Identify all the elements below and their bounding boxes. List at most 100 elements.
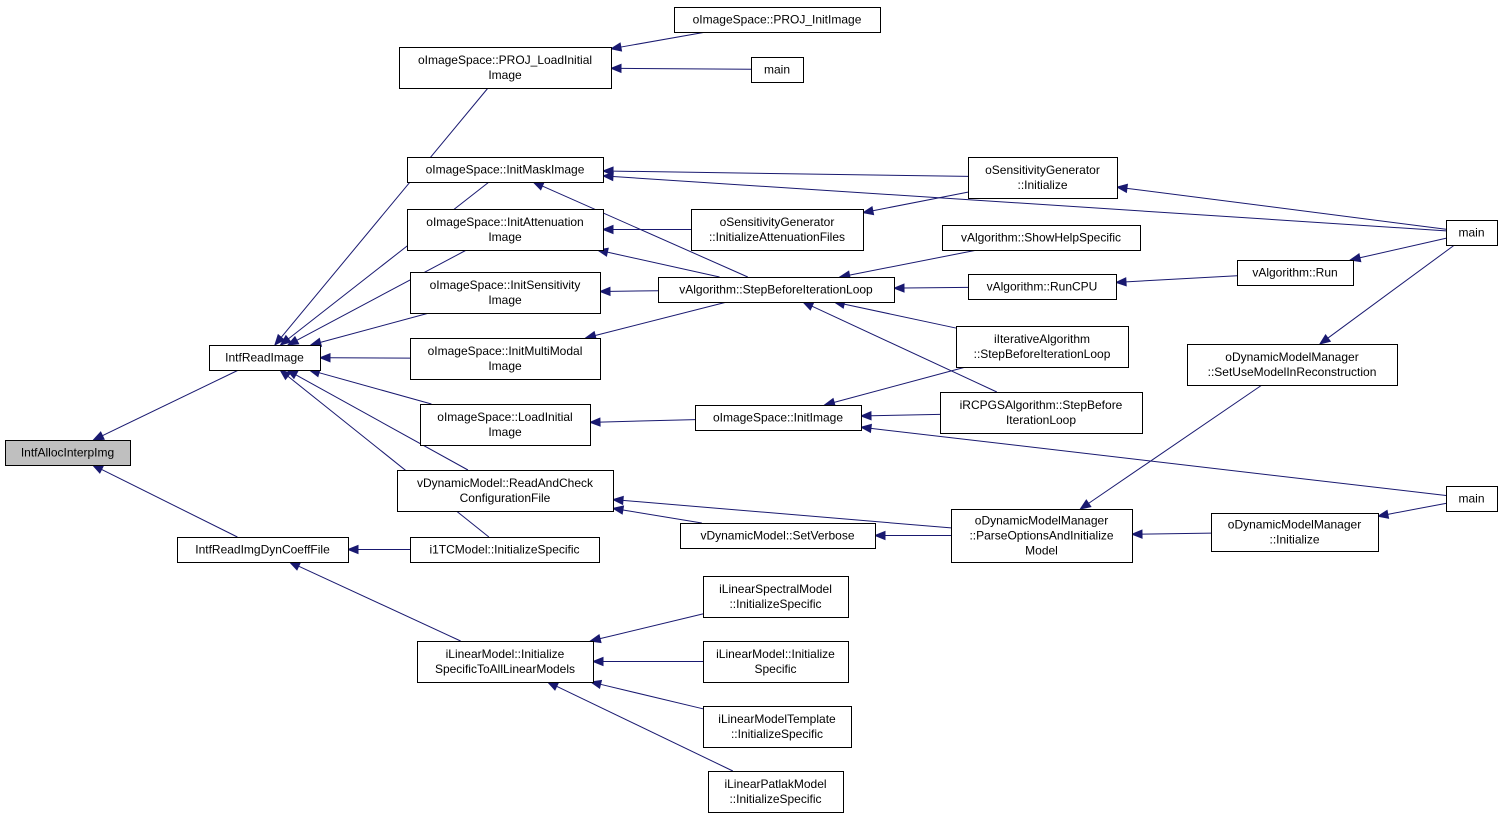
- arrowhead: [92, 431, 105, 441]
- edge-line: [101, 469, 238, 538]
- edge-odynamicmodelmanager-setusemodelinreconstruction-to-odynamicmodelmanager-parseoptionsandinitializemodel: [1079, 384, 1263, 510]
- edge-line: [298, 565, 461, 642]
- node-odynamicmodelmanager-setusemodelinreconstruction[interactable]: oDynamicModelManager::SetUseModelInRecon…: [1187, 344, 1398, 386]
- node-osensitivitygenerator-initializeattenuationfiles[interactable]: oSensitivityGenerator::InitializeAttenua…: [691, 209, 864, 251]
- node-main-2[interactable]: main: [1446, 220, 1498, 246]
- node-label: Specific: [754, 662, 796, 676]
- node-odynamicmodelmanager-parseoptionsandinitializemodel[interactable]: oDynamicModelManager::ParseOptionsAndIni…: [951, 509, 1133, 563]
- node-oimagespace-initimage[interactable]: oImageSpace::InitImage: [695, 405, 862, 431]
- arrowhead: [1348, 253, 1362, 263]
- edge-oimagespace-initmultimodalimage-to-intfreadimage: [318, 353, 411, 363]
- node-label: iLinearSpectralModel: [719, 582, 832, 596]
- node-valgorithm-run[interactable]: vAlgorithm::Run: [1237, 260, 1354, 286]
- node-valgorithm-runcpu[interactable]: vAlgorithm::RunCPU: [968, 274, 1117, 300]
- node-label: iLinearModel::Initialize: [446, 647, 565, 661]
- edge-line: [870, 427, 1447, 497]
- node-label: oImageSpace::InitMaskImage: [426, 163, 585, 177]
- node-ilinearspectralmodel-initializespecific[interactable]: iLinearSpectralModel::InitializeSpecific: [703, 576, 849, 618]
- node-box: [5, 440, 131, 466]
- node-label: oSensitivityGenerator: [720, 215, 835, 229]
- arrowhead: [546, 681, 560, 691]
- node-label: ::StepBeforeIterationLoop: [974, 347, 1111, 361]
- edge-main-1-to-oimagespace-proj-loadinitialimage: [609, 63, 752, 74]
- node-label: oSensitivityGenerator: [985, 163, 1100, 177]
- arrowhead: [801, 301, 815, 311]
- node-label: ::Initialize: [1269, 533, 1319, 547]
- node-vdynamicmodel-setverbose[interactable]: vDynamicModel::SetVerbose: [680, 523, 876, 549]
- node-label: vDynamicModel::ReadAndCheck: [417, 476, 594, 490]
- edge-line: [556, 685, 734, 772]
- node-box: [399, 47, 612, 89]
- edge-line: [1359, 237, 1447, 259]
- arrowhead: [288, 561, 302, 571]
- node-layer: IntfAllocInterpImg IntfReadImageIntfReadI…: [5, 7, 1498, 813]
- edge-main-3-to-oimagespace-initimage: [859, 423, 1447, 497]
- edge-line: [872, 191, 969, 212]
- node-iiterativealgorithm-stepbeforeiterationloop[interactable]: iIterativeAlgorithm::StepBeforeIteration…: [956, 326, 1129, 368]
- edge-line: [1327, 244, 1455, 339]
- edge-line: [280, 87, 489, 338]
- node-i1tcmodel-initializespecific[interactable]: i1TCModel::InitializeSpecific: [410, 537, 600, 563]
- node-intfallocinterpimg[interactable]: IntfAllocInterpImg: [5, 440, 131, 466]
- node-box: [410, 338, 601, 380]
- node-main-3[interactable]: main: [1446, 486, 1498, 512]
- node-ilinearmodel-initializespecific[interactable]: iLinearModel::InitializeSpecific: [703, 641, 849, 683]
- node-intfreadimgdyncoefffile[interactable]: IntfReadImgDynCoeffFile: [177, 537, 349, 563]
- edge-line: [599, 419, 696, 423]
- node-odynamicmodelmanager-initialize[interactable]: oDynamicModelManager::Initialize: [1211, 513, 1379, 552]
- arrowhead: [588, 417, 601, 427]
- edge-line: [811, 305, 998, 393]
- node-label: ::InitializeSpecific: [729, 597, 821, 611]
- edge-line: [620, 31, 707, 48]
- edge-line: [849, 249, 978, 276]
- edge-line: [1141, 532, 1212, 535]
- node-label: vAlgorithm::RunCPU: [987, 280, 1098, 294]
- node-intfreadimage[interactable]: IntfReadImage: [209, 345, 321, 371]
- node-ilinearpatlakmodel-initializespecific[interactable]: iLinearPatlakModel::InitializeSpecific: [708, 771, 844, 813]
- edge-ilinearmodeltemplate-initializespecific-to-ilinearmodel-initializespecifictoalllinearmodels: [589, 679, 704, 710]
- edge-valgorithm-stepbeforeiterationloop-to-oimagespace-initmultimodalimage: [584, 301, 728, 341]
- edge-line: [834, 366, 966, 403]
- node-osensitivitygenerator-initialize[interactable]: oSensitivityGenerator::Initialize: [968, 157, 1118, 199]
- edge-valgorithm-stepbeforeiterationloop-to-oimagespace-initsensitivityimage: [598, 286, 659, 297]
- node-oimagespace-initmaskimage[interactable]: oImageSpace::InitMaskImage: [407, 157, 604, 183]
- node-box: [695, 405, 862, 431]
- edge-line: [1088, 384, 1263, 504]
- edge-oimagespace-proj-initimage-to-oimagespace-proj-loadinitialimage: [609, 31, 707, 52]
- edge-line: [1126, 187, 1447, 230]
- edge-line: [288, 181, 490, 340]
- node-oimagespace-proj-initimage[interactable]: oImageSpace::PROJ_InitImage: [674, 7, 881, 33]
- node-ilinearmodeltemplate-initializespecific[interactable]: iLinearModelTemplate::InitializeSpecific: [703, 706, 852, 748]
- node-ilinearmodel-initializespecifictoalllinearmodels[interactable]: iLinearModel::InitializeSpecificToAllLin…: [417, 641, 594, 683]
- edge-line: [600, 683, 704, 710]
- arrowhead: [274, 333, 286, 347]
- node-box: [177, 537, 349, 563]
- edge-line: [620, 67, 752, 70]
- node-main-1[interactable]: main: [751, 57, 804, 83]
- arrowhead: [279, 369, 292, 381]
- node-box: [1446, 486, 1498, 512]
- node-label: ::Initialize: [1017, 178, 1067, 192]
- edge-odynamicmodelmanager-parseoptionsandinitializemodel-to-vdynamicmodel-readandcheckconfigurationfile: [611, 495, 952, 529]
- node-label: iRCPGSAlgorithm::StepBefore: [960, 398, 1123, 412]
- node-label: IntfReadImgDynCoeffFile: [195, 543, 330, 557]
- node-ircpgsalgorithm-stepbeforeiterationloop[interactable]: iRCPGSAlgorithm::StepBeforeIterationLoop: [940, 392, 1143, 434]
- edge-valgorithm-showhelpspecific-to-valgorithm-stepbeforeiterationloop: [838, 249, 978, 280]
- node-valgorithm-stepbeforeiterationloop[interactable]: vAlgorithm::StepBeforeIterationLoop: [658, 277, 895, 303]
- node-box: [410, 272, 601, 314]
- node-box: [680, 523, 876, 549]
- node-valgorithm-showhelpspecific[interactable]: vAlgorithm::ShowHelpSpecific: [942, 225, 1141, 251]
- node-label: IntfAllocInterpImg: [21, 446, 114, 460]
- edge-line: [607, 251, 720, 278]
- node-vdynamicmodel-readandcheckconfigurationfile[interactable]: vDynamicModel::ReadAndCheckConfiguration…: [397, 470, 614, 512]
- node-label: oImageSpace::PROJ_LoadInitial: [418, 53, 592, 67]
- edge-iiterativealgorithm-stepbeforeiterationloop-to-valgorithm-stepbeforeiterationloop: [833, 299, 957, 329]
- node-box: [691, 209, 864, 251]
- edge-intfreadimage-to-intfallocinterpimg: [92, 369, 239, 441]
- edge-osensitivitygenerator-initialize-to-osensitivitygenerator-initializeattenuationfiles: [861, 191, 969, 216]
